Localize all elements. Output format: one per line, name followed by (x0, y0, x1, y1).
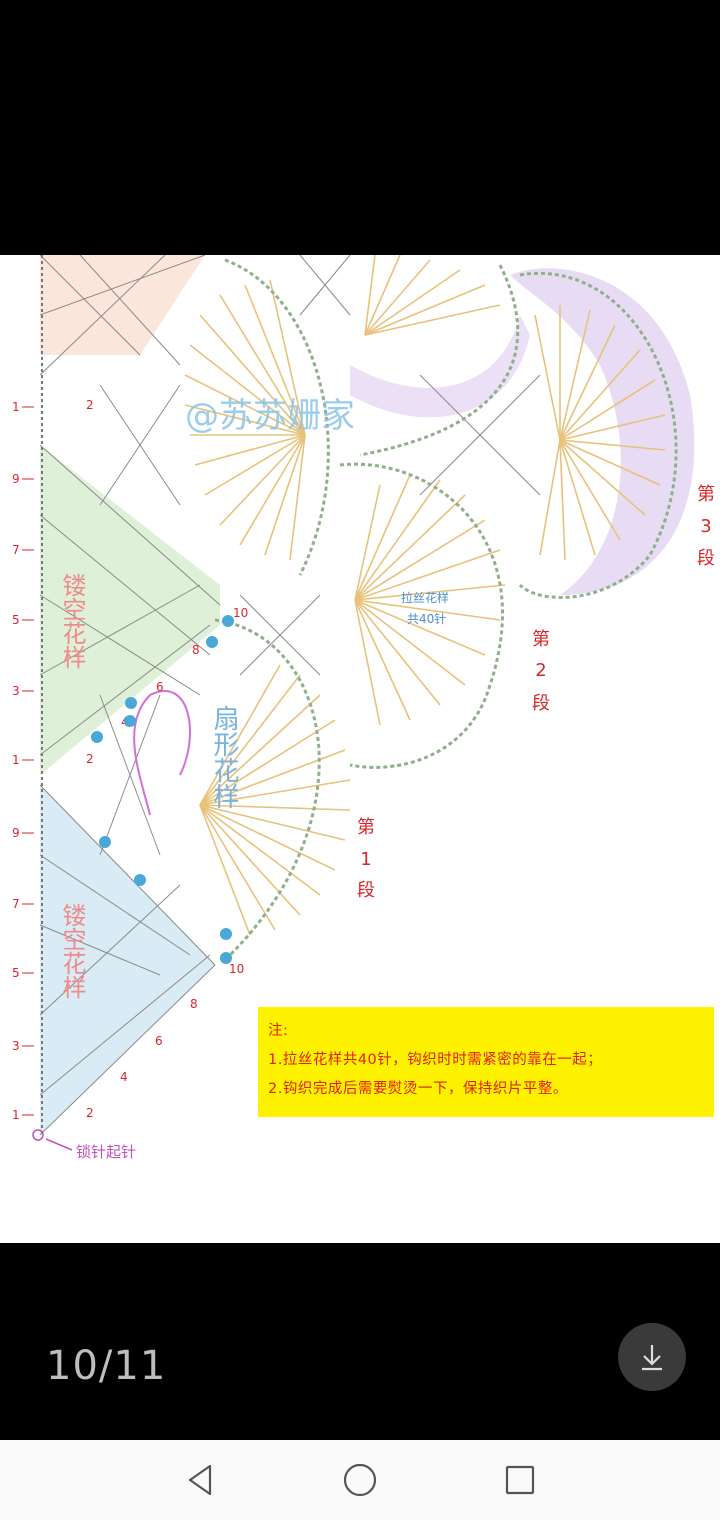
svg-text:8: 8 (190, 997, 198, 1011)
back-triangle-icon (188, 1464, 212, 1496)
puff-label-2: 共40针 (407, 611, 446, 626)
fan-pattern-top (364, 255, 501, 336)
pink-panel (40, 255, 205, 355)
svg-text:3: 3 (12, 1039, 20, 1053)
fan-pattern-upper (184, 279, 306, 561)
fan-pattern-right (534, 305, 666, 561)
section-3-label: 第 3 段 (697, 484, 715, 569)
svg-text:2: 2 (86, 1106, 94, 1120)
fan-pattern-middle (354, 474, 506, 726)
lace-label-blue: 镂空花样 (58, 903, 86, 999)
svg-text:1: 1 (12, 753, 20, 767)
lace-pattern-label-1: 镂空花样 (58, 573, 86, 669)
svg-text:2: 2 (86, 398, 94, 412)
nav-back-button[interactable] (178, 1458, 222, 1502)
fan-pattern-label: 扇形花样 (209, 705, 239, 809)
svg-text:5: 5 (12, 966, 20, 980)
section-1-label: 第 1 段 (357, 817, 375, 901)
svg-text:8: 8 (192, 643, 200, 657)
nav-recents-button[interactable] (498, 1458, 542, 1502)
start-knot (32, 1129, 44, 1141)
svg-text:10: 10 (229, 962, 244, 976)
left-row-numbers: 1 9 7 5 3 1 9 7 5 3 1 (12, 400, 20, 1122)
home-circle-icon (343, 1463, 377, 1497)
page-counter: 10/11 (46, 1343, 167, 1389)
svg-text:10: 10 (233, 606, 248, 620)
svg-text:7: 7 (12, 543, 20, 557)
svg-text:9: 9 (12, 826, 20, 840)
recents-square-icon (505, 1465, 535, 1495)
svg-text:2: 2 (86, 752, 94, 766)
download-arrow-icon (642, 1345, 662, 1371)
system-nav-bar (0, 1440, 720, 1520)
purple-scallop (510, 268, 695, 595)
svg-text:段: 段 (697, 548, 715, 569)
crochet-diagram-image: @苏苏姗家 镂空花样 镂空花样 扇形花样 拉丝花样 共40针 第 1 段 第 2… (0, 255, 720, 1243)
svg-text:4: 4 (120, 1070, 128, 1084)
svg-text:段: 段 (357, 880, 375, 901)
svg-text:1: 1 (12, 400, 20, 414)
start-label: 锁针起针 (76, 1143, 136, 1161)
svg-text:段: 段 (532, 693, 550, 714)
step-markers (91, 615, 234, 964)
svg-text:6: 6 (156, 680, 164, 694)
svg-text:3: 3 (12, 684, 20, 698)
nav-home-button[interactable] (338, 1458, 382, 1502)
start-arrow (45, 1138, 73, 1151)
pink-connector (133, 690, 191, 816)
purple-band (350, 315, 530, 418)
svg-text:9: 9 (12, 472, 20, 486)
section-2-label: 第 2 段 (532, 629, 550, 714)
svg-text:5: 5 (12, 613, 20, 627)
lace-pattern-label-2: 镂空花样 (58, 903, 86, 999)
svg-text:6: 6 (155, 1034, 163, 1048)
scallop-borders (214, 258, 678, 957)
note-line-1: 1.拉丝花样共40针，钩织时时需紧密的靠在一起； (268, 1052, 603, 1068)
note-box: 注: 1.拉丝花样共40针，钩织时时需紧密的靠在一起； 2.钩织完成后需要熨烫一… (258, 1007, 714, 1117)
note-line-2: 2.钩织完成后需要熨烫一下，保持织片平整。 (268, 1081, 568, 1097)
svg-text:2: 2 (535, 660, 546, 681)
svg-text:第: 第 (357, 817, 375, 838)
green-panel (40, 445, 220, 775)
viewer-top-bar (0, 0, 720, 255)
note-heading: 注: (268, 1023, 289, 1039)
svg-text:7: 7 (12, 897, 20, 911)
lace-label-green: 镂空花样 (58, 573, 86, 669)
puff-label-1: 拉丝花样 (401, 590, 449, 605)
svg-text:第: 第 (697, 484, 715, 505)
left-row-arrows (22, 406, 34, 1116)
fan-pattern-lower (199, 664, 351, 936)
svg-text:1: 1 (12, 1108, 20, 1122)
download-button[interactable] (618, 1323, 686, 1391)
watermark-text: @苏苏姗家 (185, 396, 355, 436)
fan-label: 扇形花样 (209, 705, 239, 809)
svg-text:1: 1 (360, 849, 371, 870)
lattice-grid (39, 255, 541, 1136)
svg-text:第: 第 (532, 629, 550, 650)
svg-text:3: 3 (700, 516, 711, 537)
viewer-bottom-bar (0, 1243, 720, 1440)
crochet-chart-svg: @苏苏姗家 镂空花样 镂空花样 扇形花样 拉丝花样 共40针 第 1 段 第 2… (12, 255, 715, 1161)
blue-panel (40, 785, 215, 1135)
